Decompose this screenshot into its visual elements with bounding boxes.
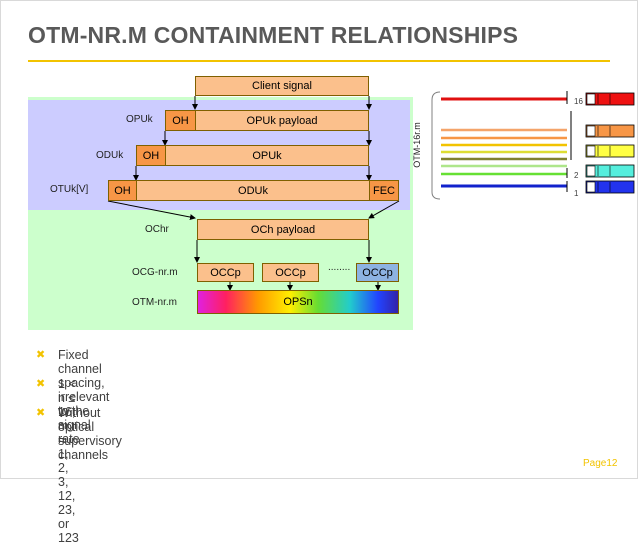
bullet-x-icon: ✖ — [36, 407, 46, 419]
page-number: Page12 — [583, 458, 618, 469]
arrow-otuk-left — [107, 200, 196, 220]
otm-label: OTM-nr.m — [132, 297, 177, 308]
otuk-oduk-box: ODUk — [136, 180, 370, 201]
arrow-otuk-right — [368, 200, 400, 219]
channel-number-2: 2 — [574, 171, 579, 180]
bullet-x-icon: ✖ — [36, 378, 46, 390]
oduk-opuk-box: OPUk — [165, 145, 369, 166]
ochr-label: OChr — [145, 224, 169, 235]
bullet-text: Without optical supervisory channels — [58, 406, 122, 462]
client-signal-box: Client signal — [195, 76, 369, 96]
slide-title: OTM-NR.M CONTAINMENT RELATIONSHIPS — [28, 22, 519, 48]
channel-number-1: 1 — [574, 189, 579, 198]
otm16-bracket — [431, 91, 441, 200]
opsn-box: OPSn — [197, 290, 399, 314]
bullet-text: Fixed channel spacing, irrelevant to the… — [58, 348, 110, 446]
otuk-label: OTUk[V] — [50, 184, 89, 195]
opuk-label: OPUk — [126, 114, 153, 125]
title-underline — [28, 60, 610, 62]
otuk-oh-box: OH — [108, 180, 137, 201]
bullet-x-icon: ✖ — [36, 349, 46, 361]
oduk-oh-box: OH — [136, 145, 166, 166]
otuk-fec-box: FEC — [369, 180, 399, 201]
opuk-oh-box: OH — [165, 110, 196, 131]
oduk-label: ODUk — [96, 150, 124, 161]
connector-lines — [107, 96, 400, 291]
occp-box-2: OCCp — [262, 263, 319, 282]
occp-ellipsis: ........ — [328, 262, 351, 273]
occp-box-3: OCCp — [356, 263, 399, 282]
occp-box-1: OCCp — [197, 263, 254, 282]
opuk-payload-box: OPUk payload — [195, 110, 369, 131]
och-payload-box: OCh payload — [197, 219, 369, 240]
channel-number-16: 16 — [574, 97, 583, 106]
otm16-figure — [431, 91, 635, 200]
ocg-label: OCG-nr.m — [132, 267, 178, 278]
otm16-vertical-label: OTM-16r.m — [412, 122, 422, 168]
